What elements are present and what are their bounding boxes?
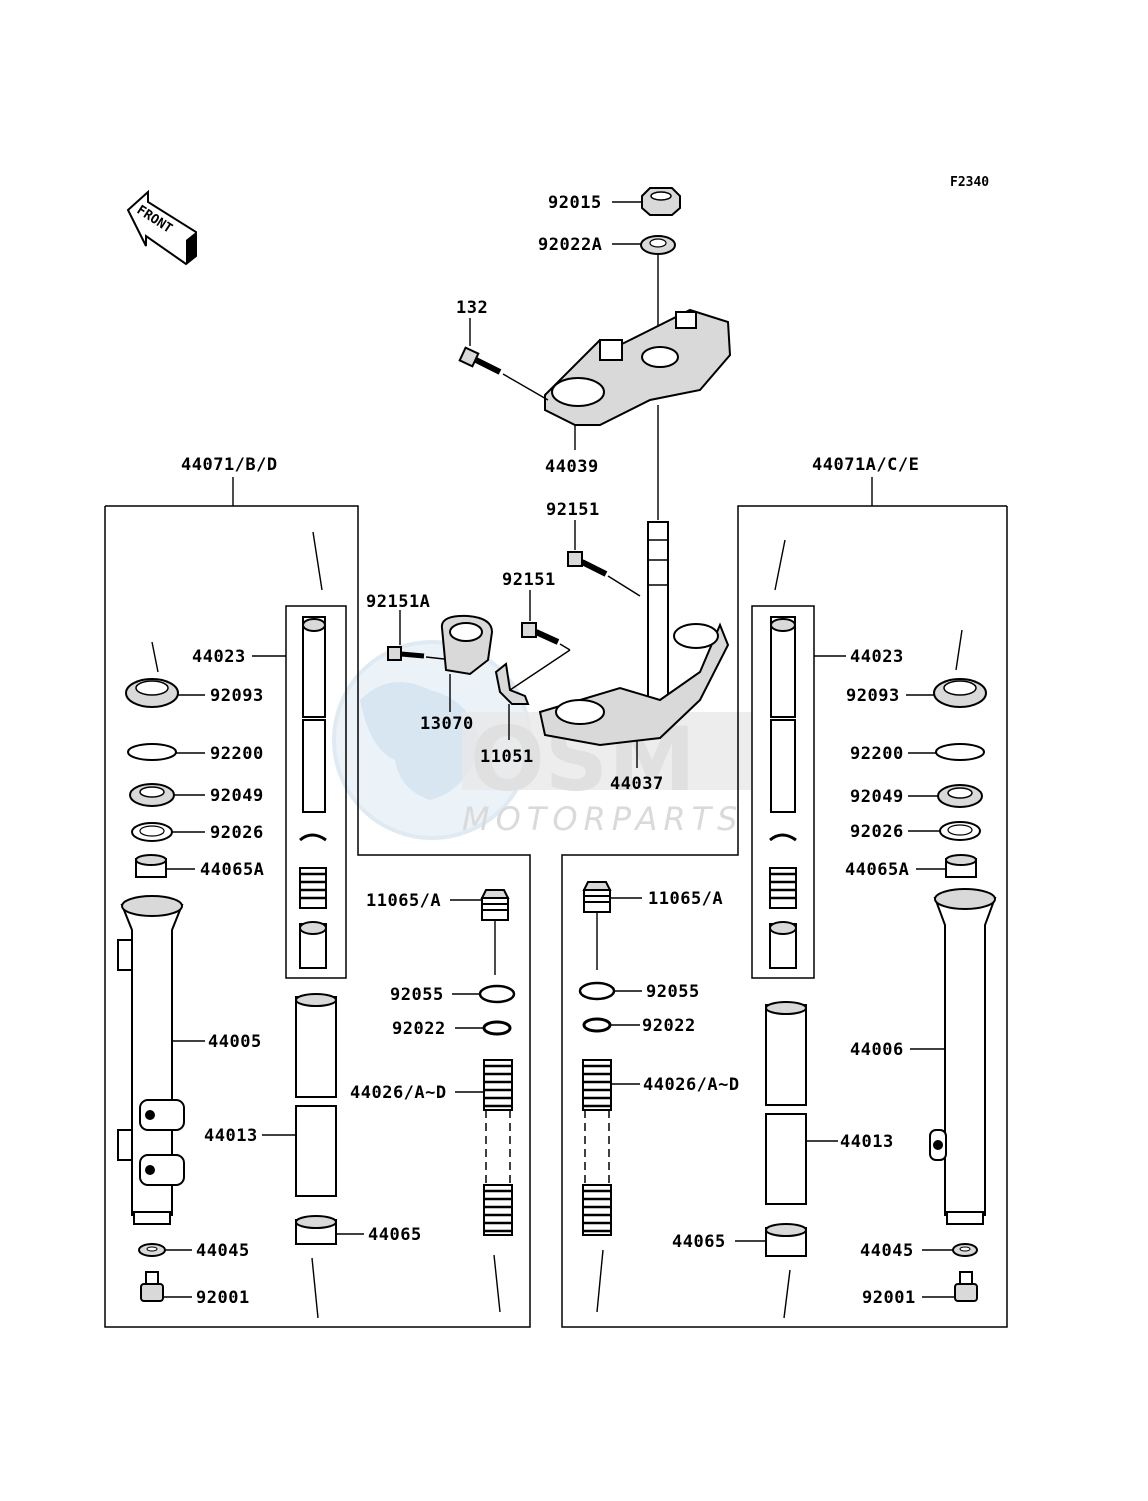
- label-right-92022: 92022: [642, 1016, 696, 1036]
- label-right-92200: 92200: [850, 744, 904, 764]
- bolt-132: 132: [456, 298, 549, 401]
- label-left-44026: 44026/A~D: [350, 1083, 447, 1103]
- assembly-label-right: 44071A/C/E: [812, 455, 919, 475]
- label-92015: 92015: [548, 193, 602, 213]
- label-left-44013: 44013: [204, 1126, 258, 1146]
- left-92200: 92200: [127, 743, 264, 764]
- label-left-92055: 92055: [390, 985, 444, 1005]
- right-92001: 92001: [862, 1271, 978, 1308]
- right-44065: 44065: [672, 1223, 807, 1319]
- bolt-92151A: 92151A: [366, 592, 445, 661]
- label-right-92055: 92055: [646, 982, 700, 1002]
- left-inner-small-parts: [299, 833, 327, 969]
- label-11051: 11051: [480, 747, 534, 767]
- left-inner-tube-box: [285, 605, 347, 979]
- right-inner-tube-44023: 44023: [770, 616, 904, 813]
- clamp-13070: 13070: [420, 614, 494, 734]
- label-left-92026: 92026: [210, 823, 264, 843]
- label-right-92001: 92001: [862, 1288, 916, 1308]
- label-right-44045: 44045: [860, 1241, 914, 1261]
- right-assembly-box: [561, 505, 1008, 1328]
- bolt-92151-mid: 92151: [502, 570, 571, 651]
- label-44039: 44039: [545, 457, 599, 477]
- label-left-92049: 92049: [210, 786, 264, 806]
- right-spring-44026: 44026/A~D: [582, 1059, 740, 1313]
- label-right-92049: 92049: [850, 787, 904, 807]
- left-92049: 92049: [129, 783, 264, 807]
- label-right-44065A: 44065A: [845, 860, 909, 880]
- left-spring-44026: 44026/A~D: [350, 1059, 513, 1313]
- right-11065: 11065/A: [582, 881, 723, 970]
- upper-bracket-44039: 44039: [544, 308, 732, 477]
- left-92026: 92026: [131, 822, 264, 843]
- label-right-92093: 92093: [846, 686, 900, 706]
- label-left-92200: 92200: [210, 744, 264, 764]
- label-right-44006: 44006: [850, 1040, 904, 1060]
- right-92022: 92022: [582, 1016, 696, 1036]
- label-44037: 44037: [610, 774, 664, 794]
- label-left-11065: 11065/A: [366, 891, 441, 911]
- label-left-92093: 92093: [210, 686, 264, 706]
- right-92093: 92093: [846, 629, 987, 708]
- label-right-44065: 44065: [672, 1232, 726, 1252]
- part-92015: 92015: [548, 187, 681, 216]
- label-92022A: 92022A: [538, 235, 602, 255]
- left-inner-tube-44023: 44023: [192, 616, 326, 813]
- left-inner-tube-44013: 44013: [204, 993, 337, 1197]
- bracket-11051: 11051: [480, 649, 571, 767]
- label-right-44013: 44013: [840, 1132, 894, 1152]
- label-92151-top: 92151: [546, 500, 600, 520]
- label-92151-mid: 92151: [502, 570, 556, 590]
- right-44065A: 44065A: [845, 854, 977, 880]
- right-92026: 92026: [850, 821, 981, 842]
- left-44065A: 44065A: [135, 854, 264, 880]
- left-assembly-box: [104, 505, 531, 1328]
- left-92093: 92093: [125, 641, 264, 708]
- left-92055: 92055: [390, 984, 516, 1005]
- watermark: OSM MOTORPARTS: [332, 640, 752, 840]
- right-92055: 92055: [578, 981, 700, 1002]
- label-left-92022: 92022: [392, 1019, 446, 1039]
- label-left-44023: 44023: [192, 647, 246, 667]
- watermark-subtitle: MOTORPARTS: [462, 800, 743, 838]
- diagram-code: F2340: [950, 175, 989, 190]
- right-inner-small-parts: [769, 833, 797, 969]
- right-outer-tube-44006: 44006: [850, 888, 997, 1225]
- bolt-92151-top: 92151: [546, 500, 641, 597]
- right-44045: 44045: [860, 1241, 978, 1261]
- label-left-44045: 44045: [196, 1241, 250, 1261]
- left-92022: 92022: [392, 1019, 512, 1039]
- label-13070: 13070: [420, 714, 474, 734]
- right-92049: 92049: [850, 784, 983, 808]
- label-right-11065: 11065/A: [648, 889, 723, 909]
- front-arrow-icon: FRONT: [126, 189, 197, 266]
- label-left-44065: 44065: [368, 1225, 422, 1245]
- label-right-44026: 44026/A~D: [643, 1075, 740, 1095]
- part-92022A: 92022A: [538, 235, 676, 255]
- label-right-92026: 92026: [850, 822, 904, 842]
- right-inner-tube-44013: 44013: [765, 1001, 894, 1205]
- left-11065: 11065/A: [366, 889, 510, 975]
- left-44045: 44045: [138, 1241, 250, 1261]
- right-inner-tube-box: [751, 605, 815, 979]
- left-44065: 44065: [295, 1215, 422, 1319]
- label-left-44065A: 44065A: [200, 860, 264, 880]
- steering-stem-44037: 44037: [538, 405, 730, 794]
- label-left-92001: 92001: [196, 1288, 250, 1308]
- left-92001: 92001: [140, 1271, 250, 1308]
- assembly-label-left: 44071/B/D: [181, 455, 278, 475]
- label-132: 132: [456, 298, 488, 318]
- left-outer-tube-44005: 44005: [117, 895, 262, 1225]
- label-right-44023: 44023: [850, 647, 904, 667]
- label-92151A: 92151A: [366, 592, 430, 612]
- label-left-44005: 44005: [208, 1032, 262, 1052]
- right-92200: 92200: [850, 743, 985, 764]
